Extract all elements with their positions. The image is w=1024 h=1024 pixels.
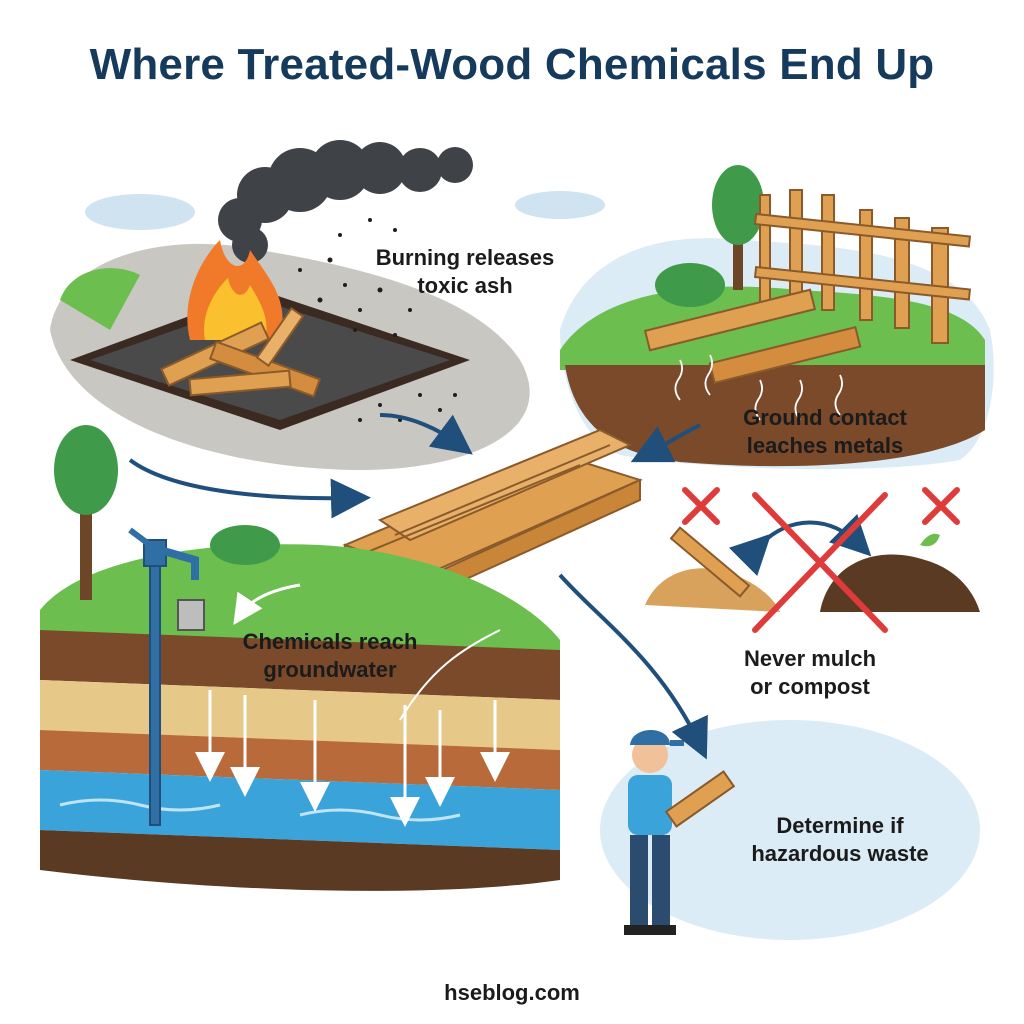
leaf-icon	[920, 533, 940, 547]
worker-scene	[600, 720, 980, 940]
label-line: Chemicals reach	[242, 629, 418, 654]
tree-icon	[54, 425, 118, 515]
ash-particles	[298, 218, 457, 422]
tree-icon	[712, 165, 764, 245]
grass	[560, 286, 985, 370]
cloud-icon	[515, 191, 605, 219]
label-line: leaches metals	[746, 433, 904, 458]
fire-icon	[187, 240, 283, 340]
label-burning: Burning releases toxic ash	[340, 244, 590, 300]
mulch-compost-scene	[645, 487, 980, 633]
small-x-icon	[682, 487, 720, 525]
page-title: Where Treated-Wood Chemicals End Up	[89, 40, 935, 89]
big-x-icon	[752, 492, 888, 633]
fire-scene	[50, 140, 605, 470]
leaching-lines	[674, 354, 843, 421]
label-ground-contact: Ground contact leaches metals	[710, 404, 940, 460]
compost-pile	[820, 533, 980, 612]
label-line: or compost	[750, 674, 870, 699]
label-line: Ground contact	[743, 405, 907, 430]
arrow-fence-to-stack	[630, 423, 701, 463]
swap-arrow-icon	[728, 513, 872, 577]
footer-source: hseblog.com	[444, 980, 580, 1005]
label-line: groundwater	[263, 657, 397, 682]
arrow-stack-to-worker	[558, 573, 708, 760]
wooden-fence	[753, 189, 972, 344]
bucket-icon	[177, 599, 205, 631]
arrow-left-to-stack	[128, 458, 371, 519]
worker-icon	[624, 730, 684, 935]
boards-on-ground	[643, 288, 862, 385]
label-hazardous-waste: Determine if hazardous waste	[730, 812, 950, 868]
smoke-cloud	[218, 140, 473, 263]
label-line: Never mulch	[743, 646, 877, 671]
label-line: Determine if	[776, 813, 904, 838]
small-x-icon	[922, 487, 960, 525]
label-line: Burning releases	[375, 245, 555, 270]
tree-trunk	[733, 220, 743, 290]
wood-chips-pile	[645, 526, 780, 612]
bush-icon	[210, 525, 280, 565]
water-pump-icon	[128, 527, 199, 826]
cloud-icon	[85, 194, 195, 230]
arrow-to-groundwater	[233, 583, 301, 625]
label-line: toxic ash	[417, 273, 513, 298]
burning-logs	[160, 307, 322, 398]
soil-cross-section	[40, 425, 560, 891]
flow-arrows	[128, 413, 708, 760]
label-groundwater: Chemicals reach groundwater	[220, 628, 440, 684]
label-line: hazardous waste	[751, 841, 929, 866]
arrow-fire-to-stack	[379, 413, 473, 455]
bush-icon	[655, 263, 725, 307]
seepage-arrows	[195, 690, 510, 827]
label-mulch: Never mulch or compost	[710, 645, 910, 701]
board-held	[664, 770, 736, 828]
